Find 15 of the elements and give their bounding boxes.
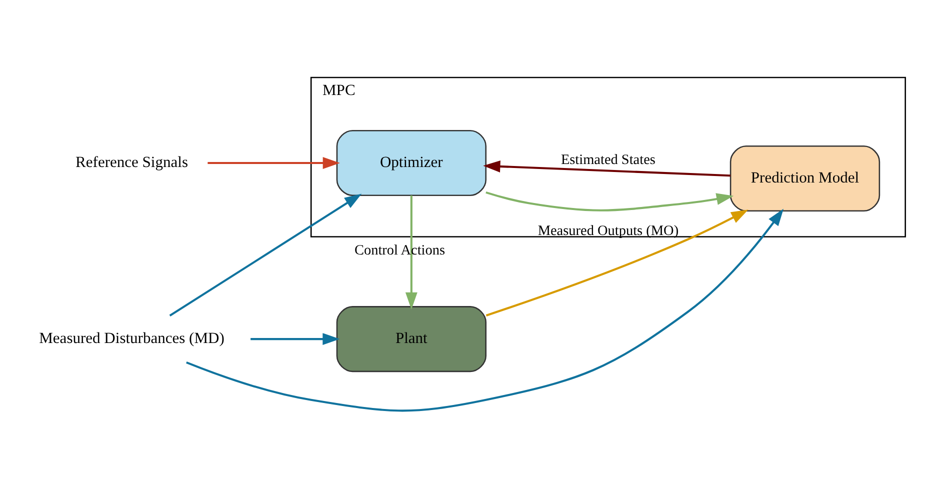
arrow	[483, 160, 731, 176]
arrow	[208, 156, 340, 168]
arrow	[405, 195, 418, 309]
node-text: Reference Signals	[76, 153, 188, 170]
edge-label: Estimated States	[560, 152, 656, 168]
node-box: Optimizer	[336, 129, 486, 196]
arrow	[486, 190, 734, 211]
node-text: Measured Disturbances (MD)	[39, 330, 224, 347]
arrow	[486, 209, 748, 316]
edge-label: Measured Outputs (MO)	[538, 222, 679, 239]
node-box: Plant	[336, 306, 486, 372]
node-box: Prediction Model	[730, 145, 880, 212]
arrow	[186, 208, 784, 412]
arrow	[169, 193, 362, 316]
arrow	[250, 332, 340, 345]
